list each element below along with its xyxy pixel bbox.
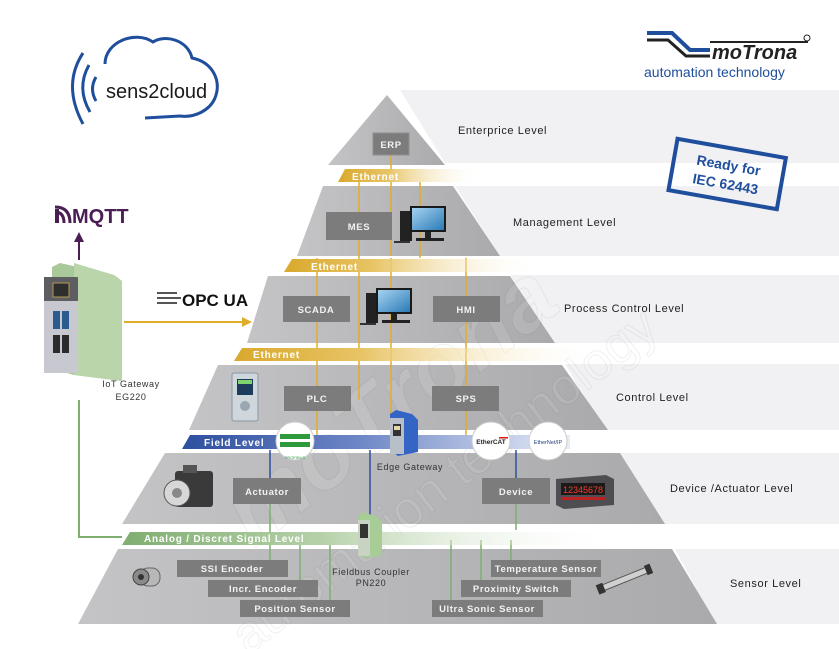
mqtt-logo[interactable]: MQTT [54, 205, 129, 228]
component-boxes: ERP MES SCADA HMI PLC SPS Actuator Devi [177, 132, 601, 617]
ethernet-ip-badge[interactable]: EtherNet/IP [528, 421, 568, 461]
gateway-signal-line [78, 400, 122, 538]
scada-label: SCADA [298, 305, 335, 316]
position-sensor-box[interactable]: Position Sensor [240, 600, 350, 617]
rotary-encoder-icon [132, 567, 161, 587]
linear-sensor-icon [595, 563, 654, 595]
erp-label: ERP [380, 140, 401, 151]
wireless-signal-icon [71, 52, 98, 125]
level-label-control: Control Level [616, 392, 689, 404]
edge-gateway-caption: Edge Gateway [377, 462, 443, 472]
mes-label: MES [348, 222, 370, 233]
profibus-badge[interactable]: PROFIBUS [275, 421, 315, 461]
mqtt-arrow-head [74, 232, 84, 242]
fieldbus-coupler-device-icon[interactable] [358, 512, 382, 558]
pyramid-sensor [78, 549, 717, 624]
cloud-icon [103, 35, 219, 120]
hmi-box[interactable]: HMI [433, 296, 500, 322]
mqtt-logo-text: MQTT [72, 206, 129, 228]
sens2cloud-text: sens2cloud [106, 81, 207, 103]
opc-ua-logo-text: OPC UA [182, 291, 248, 310]
sens2cloud-logo[interactable]: sens2cloud [71, 35, 219, 125]
computer-icon [394, 206, 446, 243]
band-sensor [675, 549, 839, 624]
hmi-label: HMI [456, 305, 475, 316]
temperature-sensor-box[interactable]: Temperature Sensor [491, 560, 601, 577]
device-box[interactable]: Device [482, 478, 550, 504]
profibus-logo-text: PROFIBUS [285, 455, 306, 460]
iec-62443-stamp: Ready for IEC 62443 [666, 136, 789, 212]
plc-label: PLC [307, 394, 328, 405]
level-label-management: Management Level [513, 217, 616, 229]
motrona-logo[interactable]: moTrona automation technology [644, 31, 811, 80]
ethernet-bus-1 [338, 169, 480, 182]
level-label-sensor: Sensor Level [730, 578, 801, 590]
incr-encoder-box[interactable]: Incr. Encoder [208, 580, 318, 597]
pyramid-device [122, 453, 665, 524]
pyramid-enterprise [328, 95, 445, 165]
mqtt-waves-icon [54, 205, 72, 224]
plc-box[interactable]: PLC [284, 386, 351, 411]
ethernet-ip-logo-text: EtherNet/IP [534, 440, 563, 446]
field-level-bus-label: Field Level [204, 438, 265, 449]
band-device [620, 453, 839, 524]
registered-mark-icon [803, 34, 811, 42]
opc-ua-dots-icon [157, 292, 181, 304]
iot-gateway-caption-1: IoT Gateway [102, 379, 159, 389]
counter-display-icon: 12345678 [556, 475, 614, 509]
proximity-switch-box[interactable]: Proximity Switch [461, 580, 571, 597]
arrows [74, 232, 252, 538]
actuator-box[interactable]: Actuator [233, 478, 301, 504]
level-labels: Enterprice Level Management Level Proces… [458, 125, 801, 590]
proximity-switch-label: Proximity Switch [473, 584, 559, 595]
incr-encoder-label: Incr. Encoder [229, 584, 297, 595]
level-label-enterprise: Enterprice Level [458, 125, 547, 137]
plc-controller-icon [231, 372, 259, 422]
ultra-sonic-sensor-box[interactable]: Ultra Sonic Sensor [432, 600, 543, 617]
ethernet-bus-2-label: Ethernet [311, 262, 358, 273]
band-enterprise [400, 90, 839, 163]
servo-motor-icon [163, 465, 213, 507]
ssi-encoder-label: SSI Encoder [201, 564, 264, 575]
ethernet-bus-1-label: Ethernet [352, 172, 399, 183]
ssi-encoder-box[interactable]: SSI Encoder [177, 560, 288, 577]
counter-readout: 12345678 [563, 485, 603, 495]
scada-box[interactable]: SCADA [283, 296, 350, 322]
level-label-device-actuator: Device /Actuator Level [670, 483, 793, 495]
iot-gateway-device-icon[interactable] [44, 263, 122, 381]
mes-box[interactable]: MES [326, 212, 392, 240]
ultra-sonic-sensor-label: Ultra Sonic Sensor [439, 604, 535, 615]
band-control [565, 364, 839, 430]
opc-ua-logo[interactable]: OPC UA [157, 291, 248, 310]
iot-gateway-caption-2: EG220 [115, 392, 146, 402]
ethercat-badge[interactable]: EtherCAT [471, 421, 511, 461]
ethernet-bus-3-label: Ethernet [253, 350, 300, 361]
computer-icon [360, 288, 412, 325]
motrona-swoosh-icon [647, 31, 808, 58]
position-sensor-label: Position Sensor [254, 604, 335, 615]
pyramid-control [189, 365, 608, 430]
fieldbus-coupler-caption-2: PN220 [356, 578, 387, 588]
sps-label: SPS [456, 394, 477, 405]
motrona-wordmark: moTrona [712, 42, 797, 64]
fieldbus-coupler-caption-1: Fieldbus Coupler [332, 567, 410, 577]
opc-ua-arrow-head [242, 317, 252, 327]
motrona-tagline: automation technology [644, 64, 785, 80]
actuator-label: Actuator [245, 487, 289, 498]
level-label-process-control: Process Control Level [564, 303, 684, 315]
device-label: Device [499, 487, 533, 498]
edge-gateway-device-icon[interactable] [390, 410, 418, 456]
ethernet-bus-3 [234, 348, 600, 361]
signal-level-bus-label: Analog / Discret Signal Level [144, 534, 304, 545]
ethercat-logo-text: EtherCAT [476, 439, 506, 446]
ethernet-bus-2 [284, 259, 540, 272]
temperature-sensor-label: Temperature Sensor [495, 564, 598, 575]
sps-box[interactable]: SPS [432, 386, 499, 411]
erp-box[interactable]: ERP [372, 132, 410, 156]
band-process-control [510, 275, 839, 343]
